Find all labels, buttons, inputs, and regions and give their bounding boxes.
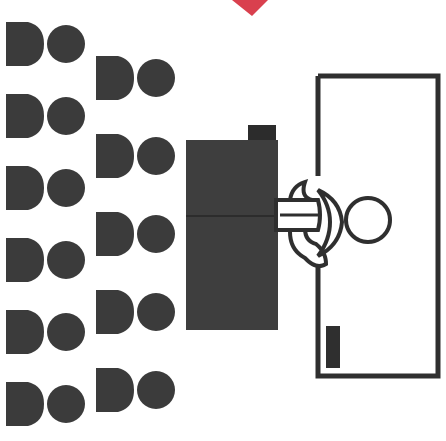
audience-head	[47, 169, 85, 207]
presenter-head	[344, 196, 392, 244]
audience-seat	[6, 238, 44, 282]
audience-seat	[96, 290, 134, 334]
red-arrow-tip	[232, 0, 268, 16]
audience-seat	[6, 310, 44, 354]
audience-head	[47, 25, 85, 63]
audience-seat	[6, 166, 44, 210]
audience-seat	[96, 56, 134, 100]
presenter	[274, 178, 392, 268]
audience-seat	[6, 22, 44, 66]
audience-seat	[96, 134, 134, 178]
audience-seat	[96, 368, 134, 412]
audience-head	[137, 371, 175, 409]
audience-head	[137, 137, 175, 175]
audience-seat	[96, 212, 134, 256]
audience-head	[47, 385, 85, 423]
audience-head	[47, 97, 85, 135]
audience-head	[47, 241, 85, 279]
audience-head	[137, 293, 175, 331]
audience-head	[137, 215, 175, 253]
audience-head	[47, 313, 85, 351]
presenter-torso	[316, 188, 345, 258]
desk	[186, 125, 278, 330]
audience-seats	[6, 22, 175, 426]
screen	[315, 73, 441, 379]
screen-stand	[326, 326, 340, 368]
audience-seat	[6, 382, 44, 426]
desk-body	[186, 140, 278, 330]
screen-frame	[315, 73, 441, 379]
audience-seat	[6, 94, 44, 138]
audience-head	[137, 59, 175, 97]
